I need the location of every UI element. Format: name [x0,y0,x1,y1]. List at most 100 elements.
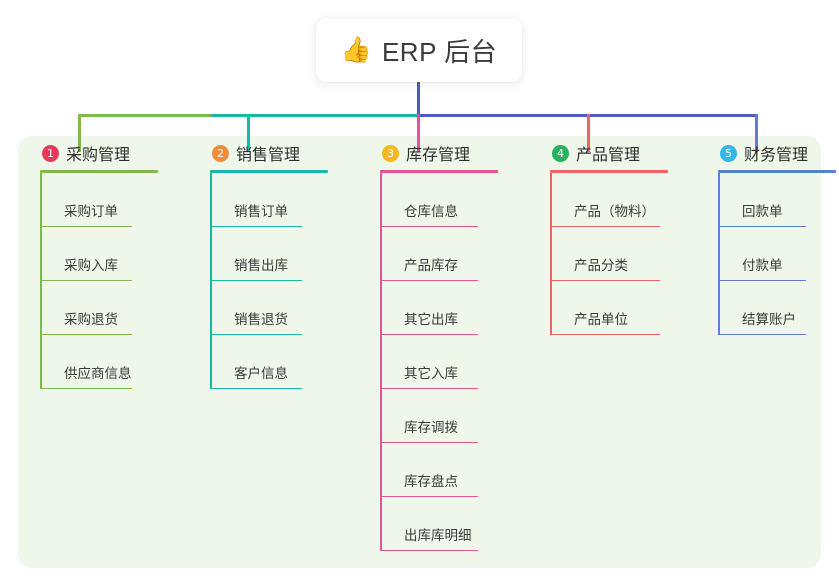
branch-item-rule [718,225,806,227]
branch-item[interactable]: 采购退货 [40,281,210,335]
branch-item[interactable]: 其它出库 [380,281,550,335]
branch-item[interactable]: 仓库信息 [380,173,550,227]
branch-item-list: 采购订单采购入库采购退货供应商信息 [40,173,210,389]
branch-item[interactable]: 库存调拨 [380,389,550,443]
thumbs-up-icon: 👍 [340,35,372,64]
branch-header-rule [380,170,498,173]
branch-item[interactable]: 产品单位 [550,281,720,335]
branch-header-rule [210,170,328,173]
branch-item[interactable]: 供应商信息 [40,335,210,389]
branch-header-rule [40,170,158,173]
branch-item-label: 销售退货 [234,312,288,327]
branch-item-rule [380,441,478,443]
branch-item[interactable]: 采购入库 [40,227,210,281]
branch-item[interactable]: 出库库明细 [380,497,550,551]
branch-item[interactable]: 产品库存 [380,227,550,281]
branch-header[interactable]: 4 产品管理 [550,136,720,170]
branch-title: 销售管理 [236,147,301,164]
branch-header-rule [550,170,668,173]
branch-item-label: 供应商信息 [64,366,132,381]
connector-bus-mid [211,114,419,117]
branch-item[interactable]: 其它入库 [380,335,550,389]
branch-item[interactable]: 销售订单 [210,173,380,227]
branch-item[interactable]: 采购订单 [40,173,210,227]
branch-item-list: 仓库信息产品库存其它出库其它入库库存调拨库存盘点出库库明细 [380,173,550,551]
branch-item-rule [550,333,660,335]
branch-spine [380,173,382,551]
connector-bus-left [78,114,211,117]
branch-column: 1 采购管理采购订单采购入库采购退货供应商信息 [40,136,210,389]
branch-item-rule [210,225,302,227]
branch-item-label: 采购订单 [64,204,118,219]
branch-column: 4 产品管理产品（物料） 产品分类产品单位 [550,136,720,335]
branch-item-rule [210,387,302,389]
branch-item[interactable]: 产品（物料） [550,173,720,227]
connector-drop-4 [587,114,590,152]
branch-item[interactable]: 产品分类 [550,227,720,281]
branch-number-badge: 1 [42,144,59,162]
branch-item[interactable]: 销售出库 [210,227,380,281]
branch-title: 产品管理 [576,147,641,164]
branch-item-label: 结算账户 [742,312,796,327]
branch-title: 采购管理 [66,147,131,164]
branch-item-label: 仓库信息 [404,204,458,219]
connector-drop-1 [78,114,81,152]
branch-item[interactable]: 结算账户 [718,281,839,335]
branch-item-rule [718,333,806,335]
branch-item-label: 其它出库 [404,312,458,327]
branch-item-label: 产品单位 [574,312,628,327]
branch-item-label: 采购退货 [64,312,118,327]
root-node-card[interactable]: 👍 ERP 后台 [316,18,522,82]
branch-number-badge: 4 [552,144,569,162]
branch-item-label: 付款单 [742,258,783,273]
branch-item[interactable]: 付款单 [718,227,839,281]
branch-item-label: 其它入库 [404,366,458,381]
branch-item-label: 销售订单 [234,204,288,219]
branch-item[interactable]: 库存盘点 [380,443,550,497]
branch-spine [718,173,720,335]
branch-item-label: 产品（物料） [574,204,655,219]
branch-item[interactable]: 销售退货 [210,281,380,335]
branch-item[interactable]: 客户信息 [210,335,380,389]
branch-header[interactable]: 1 采购管理 [40,136,210,170]
branch-item-label: 库存调拨 [404,420,458,435]
connector-drop-5 [755,114,758,152]
branch-item-rule [718,279,806,281]
branch-item-rule [210,279,302,281]
branch-item-label: 销售出库 [234,258,288,273]
branch-item[interactable]: 回款单 [718,173,839,227]
branch-column: 2 销售管理销售订单销售出库销售退货客户信息 [210,136,380,389]
branch-spine [40,173,42,389]
branch-spine [210,173,212,389]
branch-item-rule [380,495,478,497]
branch-item-rule [380,225,478,227]
branch-title: 财务管理 [744,147,809,164]
branch-spine [550,173,552,335]
branch-header-rule [718,170,836,173]
connector-trunk [417,82,420,116]
branch-item-rule [40,387,132,389]
root-node-title: ERP 后台 [381,36,498,67]
branch-item-label: 回款单 [742,204,783,219]
branch-item-rule [40,333,132,335]
branch-item-rule [40,225,132,227]
branch-item-label: 产品分类 [574,258,628,273]
branch-item-label: 库存盘点 [404,474,458,489]
branch-item-label: 产品库存 [404,258,458,273]
branch-item-list: 回款单付款单结算账户 [718,173,839,335]
branch-item-label: 出库库明细 [404,528,472,543]
branch-item-rule [380,333,478,335]
branch-item-rule [550,279,660,281]
connector-drop-2 [247,114,250,152]
branch-number-badge: 2 [212,144,229,162]
branch-item-rule [40,279,132,281]
branch-item-rule [210,333,302,335]
branch-item-rule [550,225,660,227]
branch-header[interactable]: 2 销售管理 [210,136,380,170]
branch-item-list: 产品（物料） 产品分类产品单位 [550,173,720,335]
